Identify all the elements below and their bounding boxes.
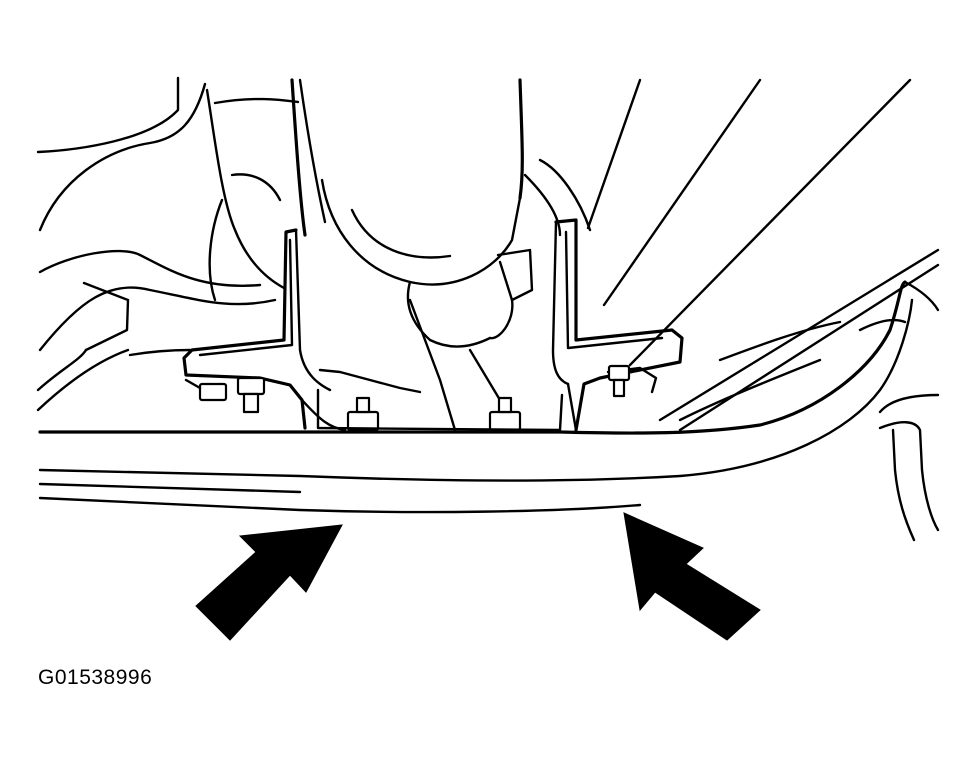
center-studs [316,388,564,432]
lower-right-details [678,280,940,542]
frame-rails [523,78,940,432]
crossmember [38,280,914,514]
figure-id-label: G01538996 [38,666,153,689]
background-body-contours [36,76,327,412]
exhaust-pipe [290,78,534,432]
right-arrow-icon [623,512,761,641]
right-hanger-bracket [551,218,684,432]
left-hanger-bracket [182,228,422,432]
left-arrow-icon [195,524,343,641]
